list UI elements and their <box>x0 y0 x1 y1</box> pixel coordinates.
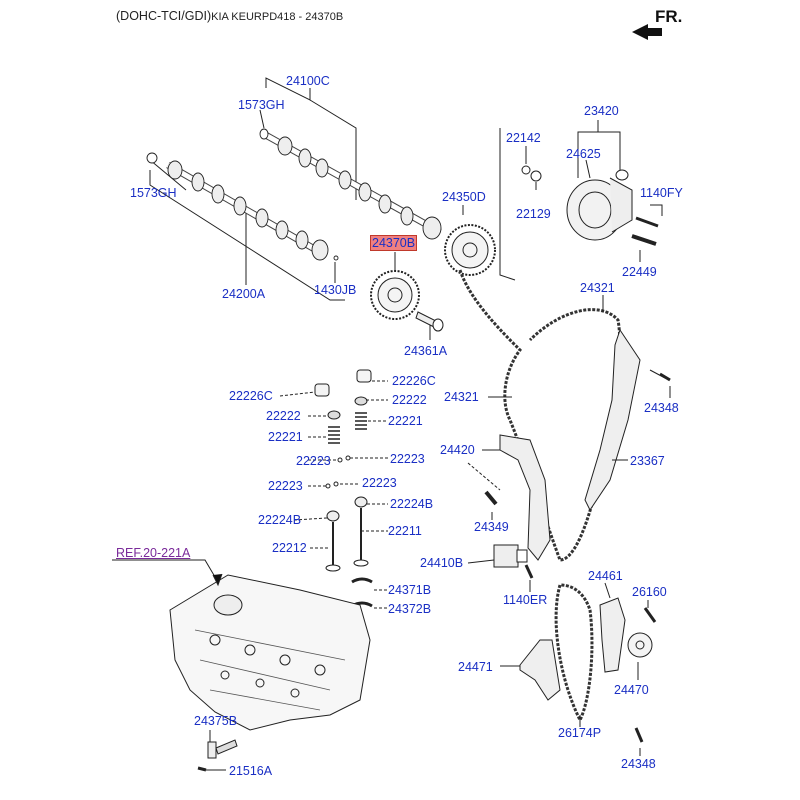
part-24361a[interactable]: 24361A <box>404 344 448 358</box>
part-22224b-right[interactable]: 22224B <box>390 497 434 511</box>
bolt-21516a <box>197 766 207 772</box>
tensioner-arm-24420 <box>499 434 551 561</box>
engine-type: (DOHC-TCI/GDI) <box>116 9 212 23</box>
part-24375b[interactable]: 24375B <box>194 714 238 728</box>
valve-train <box>314 369 373 608</box>
part-22129[interactable]: 22129 <box>516 207 551 221</box>
bolt-1140er <box>524 564 534 579</box>
part-24471[interactable]: 24471 <box>458 660 493 674</box>
header-title: (DOHC-TCI/GDI)KIA KEURPD418 - 24370B <box>116 9 343 23</box>
part-24349[interactable]: 24349 <box>474 520 509 534</box>
tensioner-24471 <box>519 639 561 701</box>
sensor-24375b <box>207 739 238 759</box>
bolt-24349 <box>484 490 498 506</box>
sprocket-24370b <box>370 270 420 320</box>
part-22223-c[interactable]: 22223 <box>268 479 303 493</box>
part-24372b[interactable]: 24372B <box>388 602 432 616</box>
bolt-24348-bot <box>634 727 644 743</box>
part-24461[interactable]: 24461 <box>588 569 623 583</box>
bolt-26160 <box>643 607 657 623</box>
part-24200a[interactable]: 24200A <box>222 287 266 301</box>
part-22222-left[interactable]: 22222 <box>266 409 301 423</box>
part-22222-right[interactable]: 22222 <box>392 393 427 407</box>
part-24321-left[interactable]: 24321 <box>444 390 479 404</box>
part-24321-top[interactable]: 24321 <box>580 281 615 295</box>
camshaft-upper <box>259 128 442 240</box>
oil-control-valve <box>566 169 633 241</box>
reference-link[interactable]: REF.20-221A <box>116 546 191 560</box>
sprocket-24470 <box>627 632 653 658</box>
part-24625[interactable]: 24625 <box>566 147 601 161</box>
camshaft-lower <box>146 152 339 261</box>
part-24350d[interactable]: 24350D <box>442 190 486 204</box>
part-22226c-left[interactable]: 22226C <box>229 389 273 403</box>
bolt-1140fy <box>635 216 659 228</box>
part-22212[interactable]: 22212 <box>272 541 307 555</box>
part-22223-d[interactable]: 22223 <box>362 476 397 490</box>
leader-1573gh-top <box>259 109 265 129</box>
cylinder-head <box>169 574 371 731</box>
part-24410b[interactable]: 24410B <box>420 556 464 570</box>
timing-chain <box>458 269 622 724</box>
part-22223-a[interactable]: 22223 <box>296 454 331 468</box>
part-1140fy[interactable]: 1140FY <box>640 186 683 200</box>
bolt-24361a <box>415 311 444 332</box>
guide-24461 <box>599 597 626 673</box>
part-26160[interactable]: 26160 <box>632 585 667 599</box>
part-1573gh-left[interactable]: 1573GH <box>130 186 177 200</box>
part-22223-b[interactable]: 22223 <box>390 452 425 466</box>
part-24348-bottom[interactable]: 24348 <box>621 757 656 771</box>
part-1573gh-top[interactable]: 1573GH <box>238 98 285 112</box>
part-26174p[interactable]: 26174P <box>558 726 602 740</box>
part-22226c-right[interactable]: 22226C <box>392 374 436 388</box>
part-1430jb[interactable]: 1430JB <box>314 283 357 297</box>
chain-guide-23367 <box>584 328 641 511</box>
leader-23420 <box>577 120 599 178</box>
part-24370b-highlighted[interactable]: 24370B <box>369 235 418 251</box>
part-24420[interactable]: 24420 <box>440 443 475 457</box>
part-23367[interactable]: 23367 <box>630 454 665 468</box>
sprocket-24350d <box>444 224 496 276</box>
chain-tensioner-24410b <box>493 544 528 568</box>
part-22221-right[interactable]: 22221 <box>388 414 423 428</box>
part-24348-top[interactable]: 24348 <box>644 401 679 415</box>
bolt-24348-top <box>659 372 671 382</box>
part-22221-left[interactable]: 22221 <box>268 430 303 444</box>
part-24100c[interactable]: 24100C <box>286 74 330 88</box>
front-direction-label: FR. <box>655 7 683 26</box>
part-24470[interactable]: 24470 <box>614 683 649 697</box>
leader-ref <box>112 559 219 583</box>
part-22224b-left[interactable]: 22224B <box>258 513 302 527</box>
leader-24100c <box>265 77 311 101</box>
part-1140er[interactable]: 1140ER <box>503 593 548 607</box>
part-22142[interactable]: 22142 <box>506 131 541 145</box>
bolt-22449 <box>631 234 657 246</box>
part-22211[interactable]: 22211 <box>388 524 422 538</box>
leader-24625 <box>585 159 591 179</box>
model-code: KIA KEURPD418 - 24370B <box>211 11 344 23</box>
front-direction-arrow-icon <box>632 24 662 40</box>
part-21516a[interactable]: 21516A <box>229 764 273 778</box>
part-23420[interactable]: 23420 <box>584 104 619 118</box>
leader-1573gh-left <box>149 159 187 191</box>
part-24371b[interactable]: 24371B <box>388 583 432 597</box>
part-22449[interactable]: 22449 <box>622 265 657 279</box>
bracket-camshafts <box>149 170 345 301</box>
